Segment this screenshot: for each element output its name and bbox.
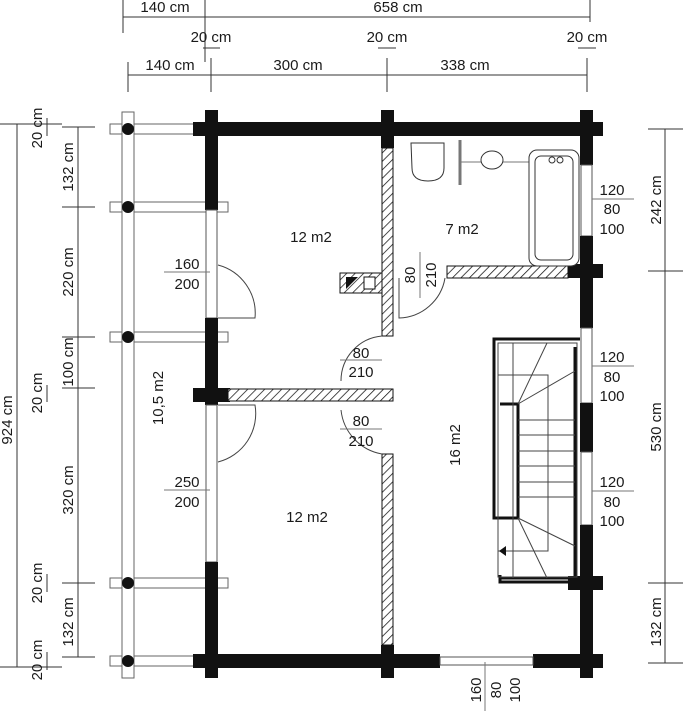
terrace-door-lower: [205, 404, 218, 563]
window-sill-label: 100: [599, 388, 624, 405]
door-width-label: 160: [174, 256, 199, 273]
dim-left-seg-2: 220 cm: [60, 247, 77, 296]
dim-top-post-3: 20 cm: [567, 29, 608, 46]
room-area-lower-left: 12 m2: [286, 509, 328, 526]
toilet-icon: [410, 142, 445, 182]
window-sill-label: 100: [599, 513, 624, 530]
window-sill-label: 100: [507, 677, 524, 702]
door-width-label: 250: [174, 474, 199, 491]
window-height-label: 80: [488, 682, 505, 699]
dim-left-post-bottom: 20 cm: [29, 640, 46, 681]
dim-left-post-mid: 20 cm: [29, 373, 46, 414]
dim-top-post-1: 20 cm: [191, 29, 232, 46]
dim-right-seg-2: 530 cm: [648, 402, 665, 451]
dim-left-seg-4: 320 cm: [60, 465, 77, 514]
bathtub-icon: [528, 149, 580, 267]
window-height-label: 80: [604, 369, 621, 386]
dim-top-left-inner: 140 cm: [145, 57, 194, 74]
dim-right-seg-1: 242 cm: [648, 175, 665, 224]
sink-icon: [480, 150, 504, 170]
room-area-upper-left: 12 m2: [290, 229, 332, 246]
bathroom-fixtures: [410, 140, 580, 267]
left-dimensions: 924 cm 20 cm 132 cm 220 cm 100 cm 20 cm …: [0, 108, 95, 681]
top-dimensions: 140 cm 658 cm 20 cm 20 cm 20 cm 140 cm 3…: [122, 0, 608, 92]
room-labels: 12 m2 7 m2 10,5 m2 16 m2 12 m2: [150, 221, 479, 526]
room-area-terrace: 10,5 m2: [150, 371, 167, 425]
window-bathroom: [580, 164, 593, 237]
door-height-label: 210: [423, 262, 440, 287]
exterior-walls: [193, 110, 603, 678]
dim-top-room-right: 338 cm: [440, 57, 489, 74]
door-height-label: 200: [174, 494, 199, 511]
window-height-label: 80: [604, 201, 621, 218]
dim-right-seg-3: 132 cm: [648, 597, 665, 646]
dim-top-overall: 658 cm: [373, 0, 422, 16]
window-width-label: 120: [599, 349, 624, 366]
staircase: [492, 337, 580, 584]
window-width-label: 120: [599, 182, 624, 199]
door-height-label: 200: [174, 276, 199, 293]
dim-top-post-2: 20 cm: [367, 29, 408, 46]
opening-labels: 160 200 250 200 80 210 80 210 80 210 120…: [164, 182, 634, 711]
stair-direction-arrow-icon: [499, 546, 506, 556]
door-width-label: 80: [353, 413, 370, 430]
window-bottom: [439, 656, 534, 666]
dim-top-room-left: 300 cm: [273, 57, 322, 74]
window-width-label: 120: [599, 474, 624, 491]
interior-walls: [227, 147, 569, 646]
dim-left-post-low: 20 cm: [29, 563, 46, 604]
window-hall-2: [580, 451, 593, 526]
dim-left-overall: 924 cm: [0, 395, 16, 444]
dim-left-post-top: 20 cm: [29, 108, 46, 149]
terrace-door-upper: [205, 209, 218, 319]
window-width-label: 160: [468, 677, 485, 702]
terrace-structure: [109, 111, 229, 679]
door-height-label: 210: [348, 433, 373, 450]
door-width-label: 80: [402, 267, 419, 284]
door-height-label: 210: [348, 364, 373, 381]
room-area-bathroom: 7 m2: [445, 221, 478, 238]
room-area-hall: 16 m2: [447, 424, 464, 466]
dim-left-seg-1: 132 cm: [60, 142, 77, 191]
door-width-label: 80: [353, 345, 370, 362]
dim-top-left-overall: 140 cm: [140, 0, 189, 16]
door-swings: [217, 264, 446, 463]
dim-left-seg-3: 100 cm: [60, 337, 77, 386]
right-dimensions: 242 cm 530 cm 132 cm: [648, 128, 683, 664]
window-hall-1: [580, 327, 593, 404]
window-height-label: 80: [604, 494, 621, 511]
dim-left-seg-5: 132 cm: [60, 597, 77, 646]
window-sill-label: 100: [599, 221, 624, 238]
